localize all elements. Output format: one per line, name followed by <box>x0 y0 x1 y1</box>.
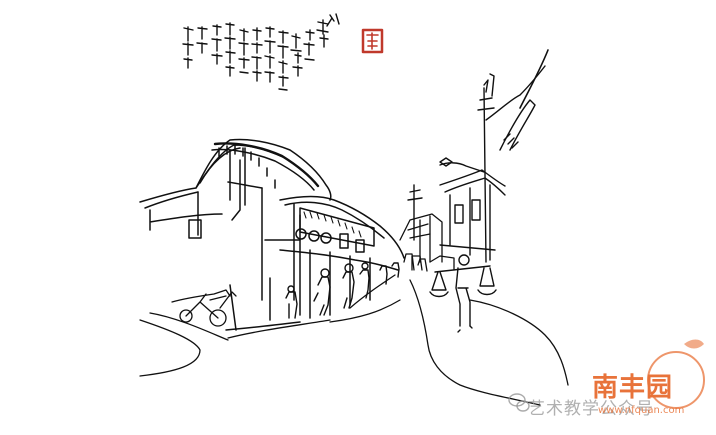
right-house <box>439 169 506 261</box>
watermark-logo <box>647 339 705 409</box>
bicycle <box>171 289 237 327</box>
watermark-caption: 艺术教学公众号 <box>528 399 654 419</box>
calligraphy-inscription <box>182 13 340 91</box>
porter-with-shoulder-pole <box>429 254 497 333</box>
watermark-brand: 南丰园 <box>592 373 674 403</box>
road-lines <box>139 274 569 406</box>
street-people <box>285 262 400 319</box>
utility-poles <box>407 49 549 263</box>
watermark-url: www.nfquan.com <box>598 405 685 416</box>
main-building <box>139 138 405 331</box>
wechat-bubble-icon <box>508 393 530 412</box>
red-seal <box>361 28 384 54</box>
distant-buildings <box>399 213 455 272</box>
